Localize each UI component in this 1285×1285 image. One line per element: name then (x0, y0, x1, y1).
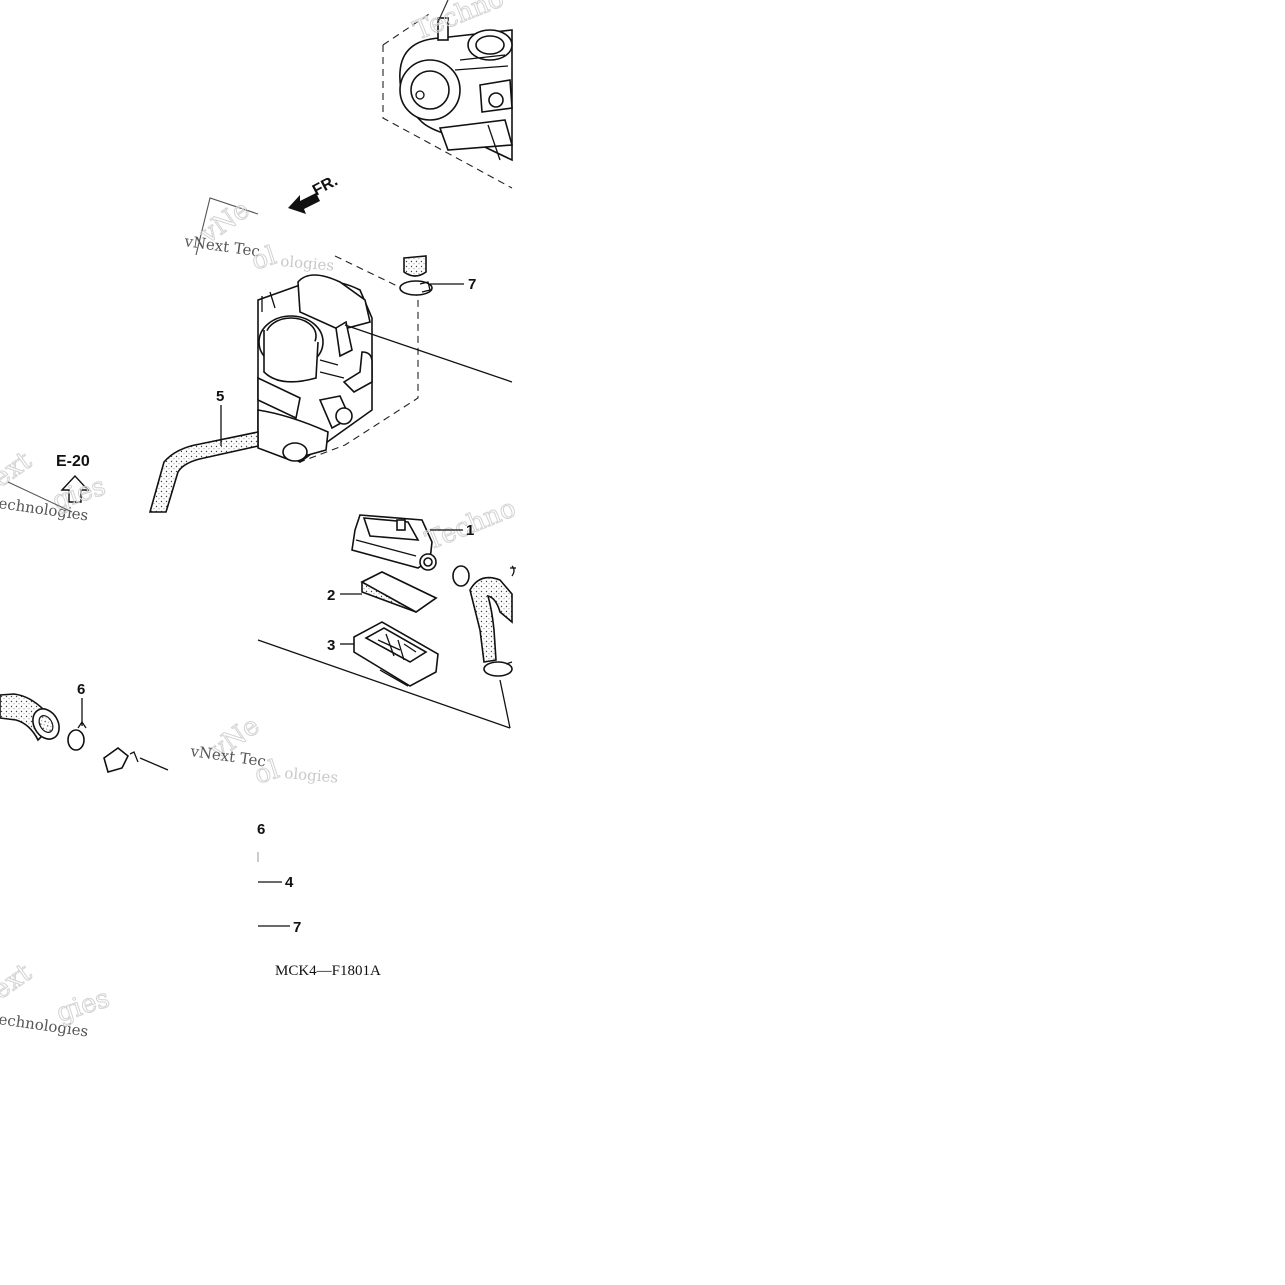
svg-text:ol: ol (251, 755, 283, 791)
watermark-next-bottom: ext echnologies gies (0, 957, 114, 1040)
callout-4: 4 (285, 874, 294, 891)
watermark-next-left: ext echnologies gies (0, 445, 110, 524)
svg-text:ext: ext (0, 958, 38, 1006)
carburetor-lower-view (257, 255, 433, 463)
front-direction-arrow: FR. (288, 172, 341, 214)
callout-5: 5 (216, 388, 224, 405)
carburetor-upper-view (382, 11, 514, 189)
callout-2: 2 (327, 587, 335, 604)
air-filter-case (351, 514, 439, 687)
callout-1: 1 (466, 522, 474, 539)
callout-3: 3 (327, 637, 335, 654)
svg-text:ol: ol (248, 241, 280, 277)
callout-7-upper: 7 (468, 276, 476, 293)
drawing-code: MCK4—F1801A (275, 963, 381, 979)
hose-4 (452, 565, 513, 677)
callout-6-left: 6 (77, 681, 85, 698)
watermark-vnext-2: vNe vNext Tec ologies ol (188, 710, 339, 791)
fitting-bottom-left (103, 746, 169, 773)
svg-text:ologies: ologies (284, 764, 339, 787)
svg-text:ext: ext (0, 446, 38, 494)
hose-5 (148, 431, 259, 513)
hose-6-assembly (0, 693, 87, 751)
reference-e20-label: E-20 (56, 453, 90, 470)
reference-e20: E-20 (56, 453, 90, 503)
callout-7-lower: 7 (293, 919, 301, 936)
watermark-vnext-1: vNe vNext Tec ologies ol (182, 194, 335, 277)
svg-text:vNext Tec: vNext Tec (182, 232, 261, 261)
svg-text:ologies: ologies (280, 252, 335, 275)
callout-6-lower: 6 (257, 821, 265, 838)
